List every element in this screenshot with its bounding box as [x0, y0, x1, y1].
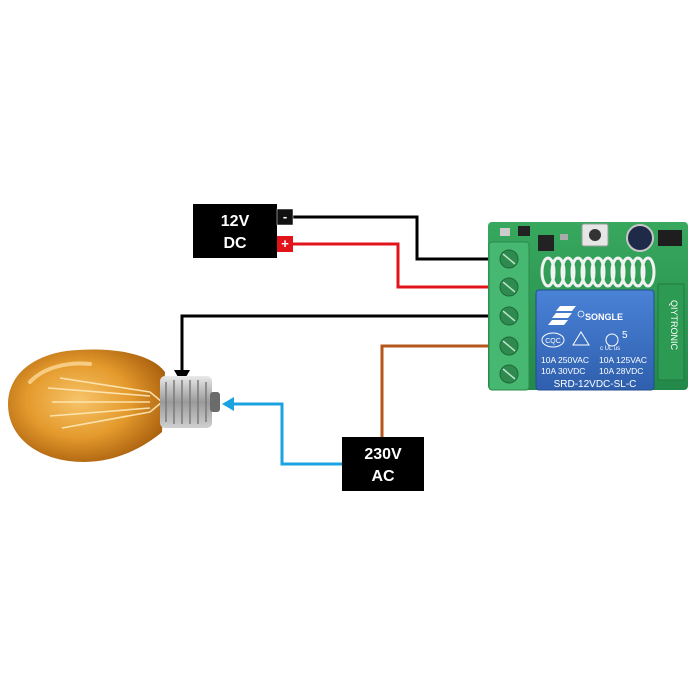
- wire-neutral: [232, 402, 344, 466]
- positive-symbol: +: [281, 236, 289, 251]
- relay-module: QIYTRONIC SONGLE CQC c UL us 5 10A 250VA…: [488, 222, 688, 391]
- antenna-coil-loop: [610, 256, 626, 288]
- antenna-coil-loop: [620, 256, 636, 288]
- terminal-screw-slot: [502, 340, 516, 352]
- registered-mark-icon: [577, 310, 585, 318]
- dc-source-label-line2: DC: [223, 235, 247, 252]
- antenna-coil: [540, 256, 656, 288]
- antenna-coil-loop: [550, 256, 566, 288]
- relay-rating-right-2: 10A 28VDC: [599, 366, 643, 376]
- ul-mark-icon: [605, 333, 619, 347]
- ac-source-label-line1: 230V: [364, 446, 402, 463]
- bulb-tip: [210, 392, 220, 412]
- pcb-component: [518, 226, 530, 236]
- antenna-coil-loop: [560, 256, 576, 288]
- antenna-coil-loop: [590, 256, 606, 288]
- arrow-head-neutral: [222, 397, 234, 411]
- capacitor: [626, 224, 654, 252]
- relay-rating-left-1: 10A 250VAC: [541, 355, 589, 365]
- bulb-glass-highlight: [28, 361, 92, 384]
- push-button-cap: [589, 229, 601, 241]
- pcb-component: [658, 230, 682, 246]
- antenna-coil-loop: [580, 256, 596, 288]
- terminal-screw-slot: [502, 368, 516, 380]
- terminal-screw-slot: [502, 310, 516, 322]
- antenna-coil-loop: [540, 256, 556, 288]
- pcb-component: [560, 234, 568, 240]
- terminal-screw-slot: [502, 253, 516, 265]
- relay-model: SRD-12VDC-SL-C: [554, 379, 637, 390]
- ul-number: 5: [622, 330, 628, 341]
- negative-symbol: -: [283, 209, 287, 224]
- relay-brand: SONGLE: [585, 312, 623, 322]
- ac-source-box: [342, 437, 424, 491]
- bulb-base: [160, 376, 212, 428]
- dc-source-label-line1: 12V: [221, 213, 250, 230]
- warning-triangle-icon: [572, 331, 590, 346]
- bulb-glass: [8, 349, 165, 462]
- antenna-coil-loop: [640, 256, 656, 288]
- pcb-component: [538, 235, 554, 251]
- terminal-screw-slot: [502, 281, 516, 293]
- terminal-screws: [499, 249, 519, 384]
- cqc-mark-icon: CQC: [541, 332, 565, 348]
- bulb-base-threads: [165, 380, 207, 424]
- relay-rating-right-1: 10A 125VAC: [599, 355, 647, 365]
- songle-logo-icon: [548, 306, 576, 325]
- antenna-coil-loop: [570, 256, 586, 288]
- positive-terminal: [277, 236, 293, 252]
- antenna-coil-loop: [600, 256, 616, 288]
- pcb-component: [500, 228, 510, 236]
- relay-rating-left-2: 10A 30VDC: [541, 366, 585, 376]
- ul-mark-text: c UL us: [600, 346, 620, 352]
- light-bulb-icon: [8, 349, 220, 462]
- wire-live: [380, 344, 498, 438]
- wire-positive: [290, 242, 498, 289]
- antenna-coil-loop: [630, 256, 646, 288]
- wire-negative: [290, 215, 498, 261]
- svg-text:CQC: CQC: [545, 338, 561, 345]
- negative-terminal: [276, 208, 294, 226]
- dc-source-box: [193, 204, 277, 258]
- receiver-module-text: QIYTRONIC: [669, 300, 679, 351]
- receiver-module: [657, 283, 685, 381]
- ac-source-label-line2: AC: [371, 468, 395, 485]
- wire-load: [180, 314, 498, 372]
